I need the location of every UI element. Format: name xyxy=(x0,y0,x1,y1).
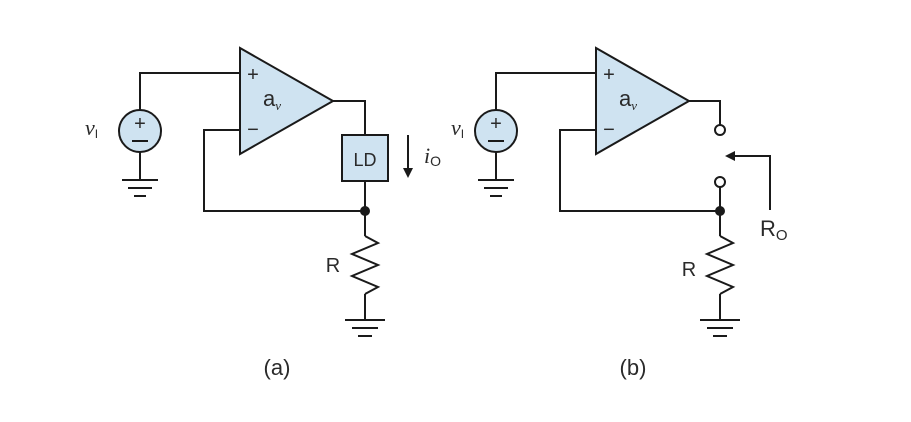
output-terminal-top-b xyxy=(714,124,726,136)
wire-output-to-terminal-b xyxy=(689,100,721,125)
load-box-a xyxy=(341,134,389,182)
op-amp-b xyxy=(595,46,692,156)
wire-feedback-a xyxy=(203,129,365,212)
caption-b: (b) xyxy=(620,355,647,380)
wire-feedback-b xyxy=(559,129,720,212)
current-label-a: iO xyxy=(424,143,441,169)
figure-a: + vI + − av LD iO R (a) xyxy=(85,46,441,380)
op-amp-a xyxy=(239,46,336,156)
voltage-source-b xyxy=(474,109,518,153)
source-plus-sign-a: + xyxy=(134,113,146,135)
voltage-source-a xyxy=(118,109,162,153)
op-amp-plus-b: + xyxy=(603,64,615,86)
output-resistance-label-b: RO xyxy=(760,216,788,244)
op-amp-gain-label-a: av xyxy=(263,86,281,113)
wire-source-to-plus-a xyxy=(139,72,240,110)
load-label-a: LD xyxy=(353,150,376,170)
output-terminal-bottom-b xyxy=(714,176,726,188)
ground-symbol-resistor-b xyxy=(700,319,740,337)
resistor-label-a: R xyxy=(326,255,340,277)
figure-b: + vI + − av RO R (b) xyxy=(451,46,788,380)
wire-source-to-plus-b xyxy=(495,72,596,110)
op-amp-minus-a: − xyxy=(247,119,259,141)
source-plus-sign-b: + xyxy=(490,113,502,135)
junction-node-b xyxy=(715,206,725,216)
ground-symbol-resistor-a xyxy=(345,319,385,337)
ground-symbol-source-a xyxy=(122,179,158,197)
op-amp-plus-a: + xyxy=(247,64,259,86)
resistor-a xyxy=(349,235,381,295)
op-amp-minus-b: − xyxy=(603,119,615,141)
junction-node-a xyxy=(360,206,370,216)
ground-symbol-source-b xyxy=(478,179,514,197)
resistor-label-b: R xyxy=(682,259,696,281)
output-resistance-arrow-b xyxy=(725,151,771,210)
source-label-b: vI xyxy=(451,115,464,141)
source-label-a: vI xyxy=(85,115,98,141)
op-amp-gain-label-b: av xyxy=(619,86,637,113)
wire-output-to-load-a xyxy=(333,100,366,135)
caption-a: (a) xyxy=(264,355,291,380)
resistor-b xyxy=(704,235,736,295)
